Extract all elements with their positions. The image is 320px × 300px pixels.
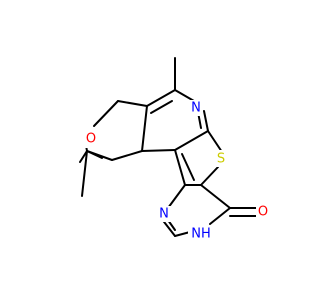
bond [207, 130, 223, 153]
bond [209, 207, 231, 225]
bond [81, 150, 88, 197]
bond [200, 184, 231, 209]
atom-o-ring: O [86, 132, 96, 147]
atom-s: S [217, 152, 225, 167]
label-mask [188, 226, 214, 242]
bond [150, 100, 173, 114]
bond [200, 166, 219, 186]
molecule-structure: O N S N NH O [79, 57, 270, 242]
atom-n-pyrimidine: N [159, 207, 169, 222]
bond [174, 89, 195, 102]
bond [174, 231, 191, 237]
bond [79, 150, 88, 163]
atom-n-pyridine: N [191, 101, 201, 116]
bond [141, 105, 148, 152]
bond-layer [79, 57, 257, 237]
bond [181, 153, 195, 181]
bond [141, 149, 176, 152]
bond [111, 150, 143, 161]
bond [174, 130, 209, 151]
atom-label-layer: O N S N NH O [84, 100, 270, 242]
bond [167, 184, 186, 209]
bond [203, 110, 209, 132]
bond [86, 150, 113, 161]
atom-o-keto: O [258, 205, 268, 220]
bond [146, 89, 176, 107]
label-mask [84, 130, 98, 148]
label-mask [256, 204, 270, 220]
bond [174, 149, 186, 186]
label-mask [214, 150, 228, 167]
label-mask [189, 100, 203, 116]
bond [93, 100, 119, 127]
label-mask [157, 206, 171, 222]
bond [117, 100, 148, 107]
atom-nh: NH [191, 227, 211, 242]
